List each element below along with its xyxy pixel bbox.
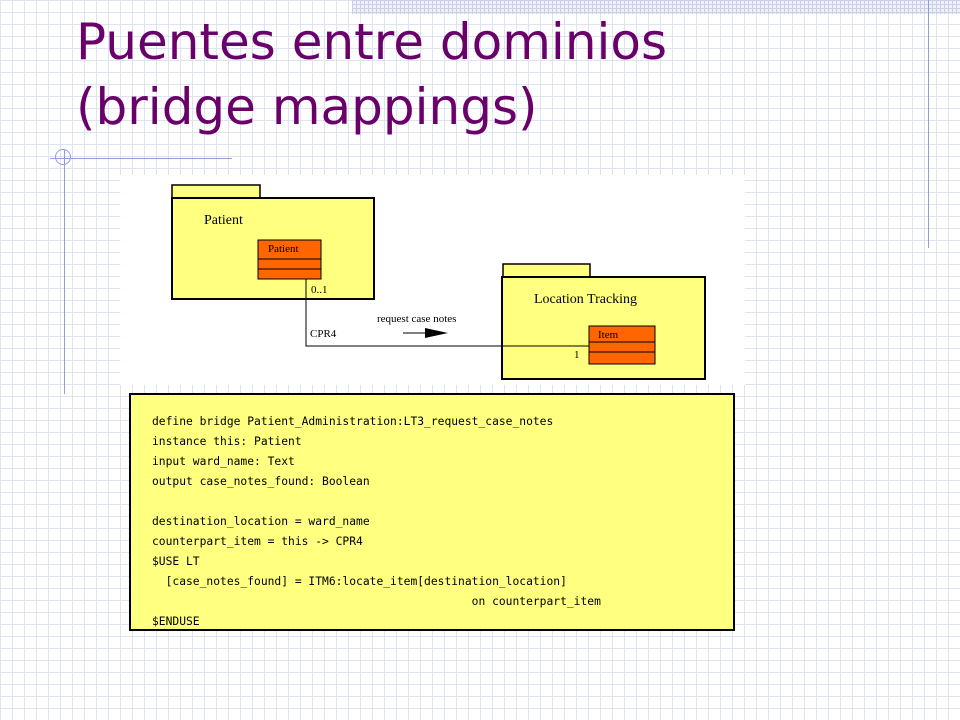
decorative-rule-left	[64, 150, 65, 394]
decorative-rule-right	[928, 0, 929, 248]
decorative-circle-icon	[55, 149, 71, 165]
code-line: counterpart_item = this -> CPR4	[152, 535, 363, 548]
package-location-tracking: Location Tracking Item	[501, 263, 706, 380]
code-line	[152, 492, 733, 512]
title-line-1: Puentes entre dominios	[76, 13, 668, 71]
package-location-label: Location Tracking	[534, 292, 637, 307]
code-line: $USE LT	[152, 555, 200, 568]
package-patient-label: Patient	[204, 213, 243, 228]
code-line: [case_notes_found] = ITM6:locate_item[de…	[152, 575, 567, 588]
code-line: $ENDUSE	[152, 615, 200, 628]
uml-diagram: Patient Patient Location Tracking Item	[120, 175, 745, 385]
package-patient-tab	[171, 184, 261, 200]
bridge-definition-code: define bridge Patient_Administration:LT3…	[129, 393, 735, 631]
title-line-2: (bridge mappings)	[76, 78, 538, 136]
class-item-name: Item	[598, 329, 619, 341]
association-cpr4: 0..1 1 CPR4 request case notes	[305, 279, 589, 361]
class-item: Item	[588, 325, 656, 365]
slide-title: Puentes entre dominios (bridge mappings)	[76, 10, 667, 140]
code-line: instance this: Patient	[152, 435, 302, 448]
code-line: on counterpart_item	[152, 595, 601, 608]
package-location-tab	[502, 263, 591, 279]
uml-diagram-svg: Patient Patient Location Tracking Item	[171, 184, 706, 380]
class-patient: Patient	[257, 239, 322, 280]
package-patient: Patient Patient	[171, 184, 375, 300]
association-line	[305, 279, 589, 347]
operation-label: request case notes	[377, 313, 456, 325]
code-line: define bridge Patient_Administration:LT3…	[152, 415, 554, 428]
header-pattern-band	[352, 0, 960, 14]
decorative-rule-horizontal	[50, 158, 232, 159]
multiplicity-item: 1	[574, 349, 580, 361]
multiplicity-patient: 0..1	[311, 284, 328, 296]
code-line: destination_location = ward_name	[152, 515, 370, 528]
operation-arrow-head	[425, 328, 448, 338]
code-line: input ward_name: Text	[152, 455, 295, 468]
relationship-label: CPR4	[310, 328, 337, 340]
code-line: output case_notes_found: Boolean	[152, 475, 370, 488]
class-patient-name: Patient	[268, 243, 299, 255]
